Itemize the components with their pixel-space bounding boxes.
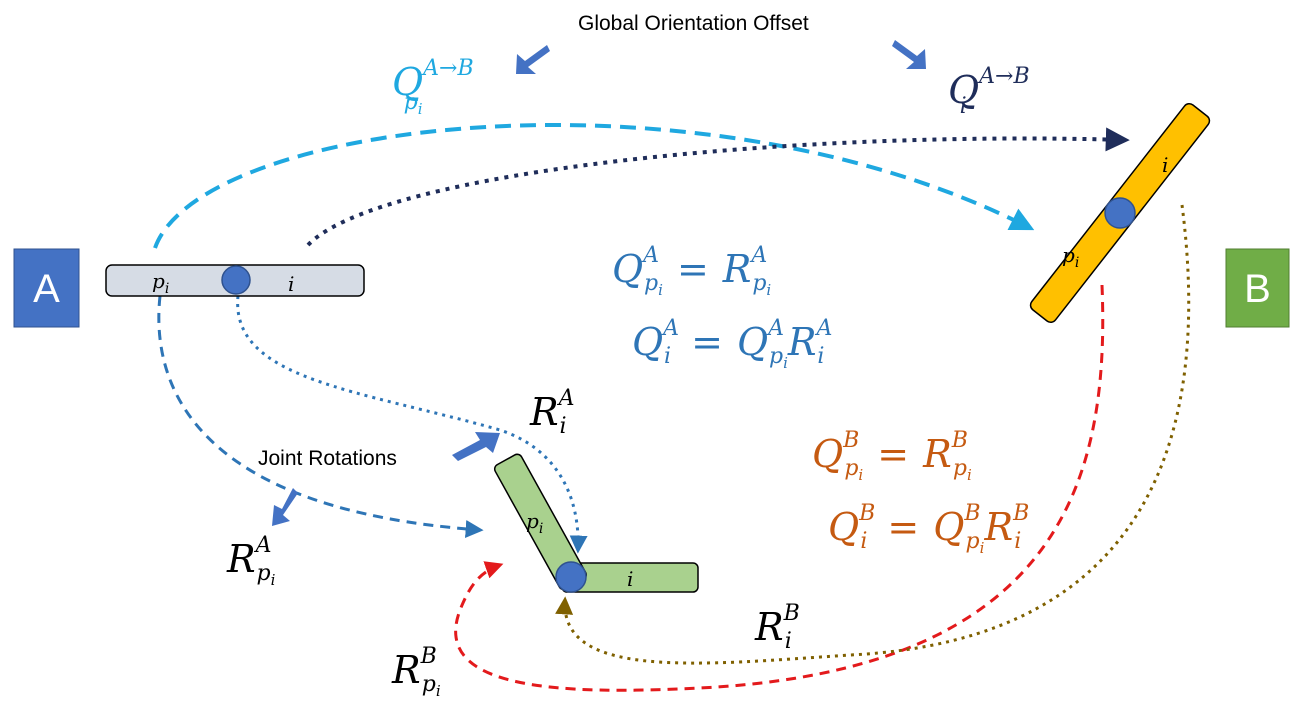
character-a-label: A: [33, 267, 60, 311]
segment-b-child-label: i: [1162, 153, 1168, 177]
joint-green: [555, 561, 587, 593]
block-arrow-r-i-a: [452, 432, 500, 461]
curve-q-pi-a-to-b: [153, 123, 1035, 249]
curve-r-pi-a: [157, 295, 484, 538]
character-b-box: [1225, 248, 1290, 328]
caption-joint-rotations: Joint Rotations: [258, 447, 397, 470]
block-arrow-q-i: [892, 40, 926, 69]
block-arrow-q-pi: [516, 45, 550, 74]
curve-r-i-b: [555, 204, 1191, 665]
curve-r-i-a: [236, 295, 588, 554]
character-a-box: [13, 248, 80, 328]
curve-r-pi-b: [454, 284, 1105, 692]
segment-b-parent-label: pi: [1062, 243, 1079, 271]
block-arrow-r-pi-a: [272, 488, 298, 526]
curve-q-i-a-to-b: [306, 127, 1130, 247]
segment-a-parent-label: pi: [152, 269, 169, 297]
segment-green-child-label: i: [627, 567, 633, 591]
caption-global-orientation-offset: Global Orientation Offset: [578, 12, 809, 35]
joint-b: [1104, 197, 1136, 229]
segment-green-parent-label: pi: [526, 509, 543, 537]
character-b-label: B: [1244, 267, 1271, 311]
joint-a: [221, 265, 251, 295]
segment-a-child-label: i: [288, 272, 294, 296]
